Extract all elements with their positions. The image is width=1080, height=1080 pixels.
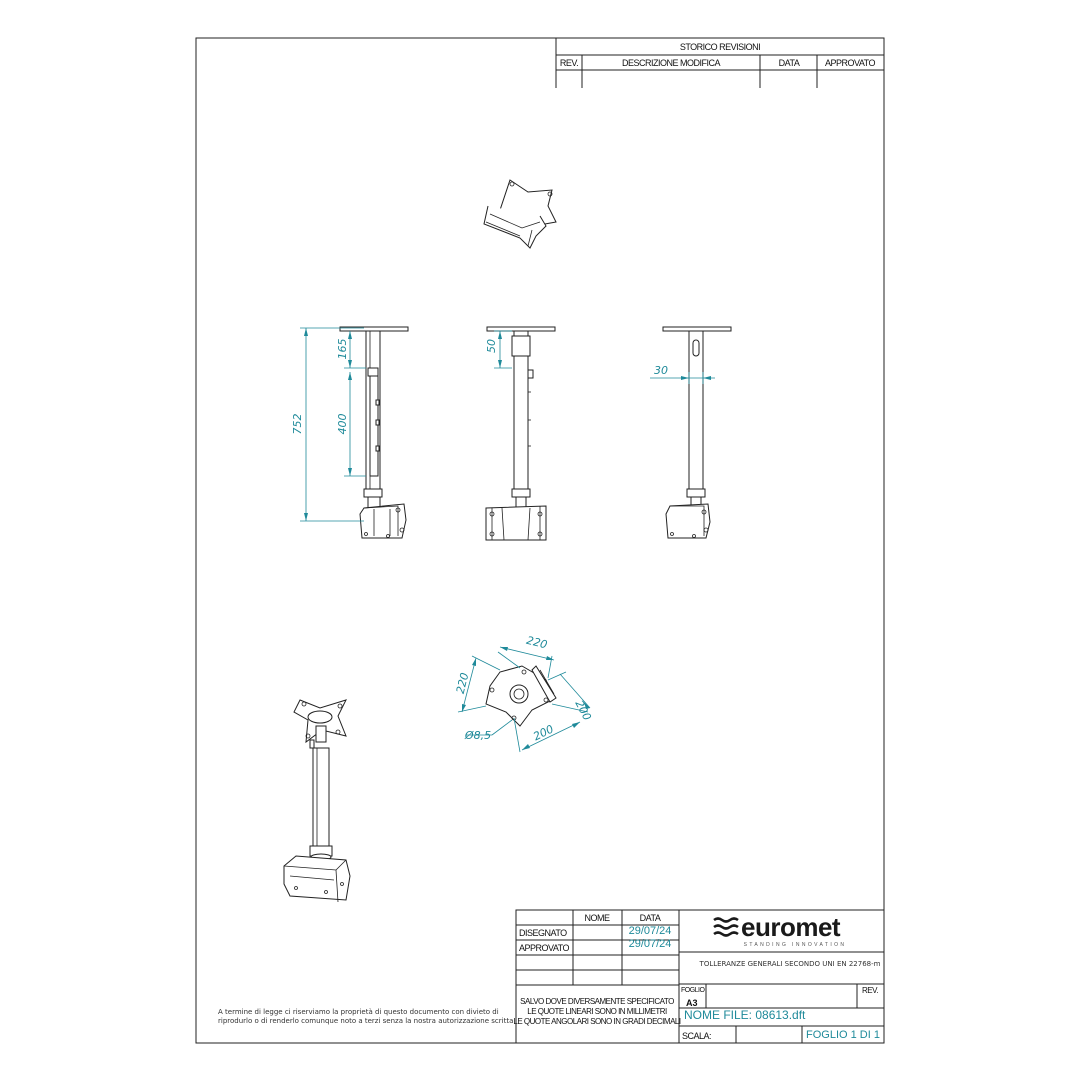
title-block: NOME DATA DISEGNATO APPROVATO 29/07/24 2… xyxy=(513,909,885,1044)
filename: NOME FILE: 08613.dft xyxy=(684,1008,806,1022)
date-approvato: 29/07/24 xyxy=(629,938,672,950)
note-line-2: LE QUOTE LINEARI SONO IN MILLIMETRI xyxy=(527,1007,667,1016)
approved-header: APPROVATO xyxy=(825,58,876,68)
dim-overall-height: 752 xyxy=(291,414,304,435)
front-view xyxy=(339,326,409,539)
row-disegnato: DISEGNATO xyxy=(519,928,567,938)
dim-plate-width-top: 220 xyxy=(525,634,549,652)
rear-view-dimensions: 30 xyxy=(650,364,715,384)
date-header: DATA xyxy=(779,58,800,68)
logo-wordmark: euromet xyxy=(741,912,841,942)
dim-tube-diameter: 30 xyxy=(654,364,668,377)
assembly-isometric-view xyxy=(283,699,351,903)
logo-tagline: STANDING INNOVATION xyxy=(744,942,847,948)
note-line-3: LE QUOTE ANGOLARI SONO IN GRADI DECIMALI xyxy=(513,1017,680,1026)
date-disegnato: 29/07/24 xyxy=(629,925,672,937)
front-view-dimensions: 752 165 400 xyxy=(291,327,366,522)
dim-upper-section: 165 xyxy=(336,339,349,360)
copyright-line-2: riprodurlo o di renderlo comunque noto a… xyxy=(218,1017,513,1025)
row-approvato: APPROVATO xyxy=(519,943,570,953)
tolerances-note: TOLLERANZE GENERALI SECONDO UNI EN 22768… xyxy=(699,960,881,968)
dim-hole-pattern-bottom: 200 xyxy=(531,722,556,743)
revisions-table: STORICO REVISIONI REV. DESCRIZIONE MODIF… xyxy=(555,38,884,88)
head-isometric-view xyxy=(483,179,557,249)
note-line-1: SALVO DOVE DIVERSAMENTE SPECIFICATO xyxy=(520,997,674,1006)
scala-label: SCALA: xyxy=(682,1031,711,1041)
side-view xyxy=(485,326,556,541)
col-data: DATA xyxy=(640,913,661,923)
dim-hole-diameter: Ø8,5 xyxy=(464,729,491,742)
description-header: DESCRIZIONE MODIFICA xyxy=(622,58,721,68)
dim-adjust-range: 400 xyxy=(336,414,349,435)
dim-collar: 50 xyxy=(485,339,498,353)
dim-hole-pattern-right: 200 xyxy=(572,698,593,723)
dim-plate-width-left: 220 xyxy=(454,671,472,695)
revisions-title: STORICO REVISIONI xyxy=(680,42,760,52)
euromet-logo: euromet STANDING INNOVATION xyxy=(713,912,847,948)
foglio-label: FOGLIO xyxy=(681,987,706,994)
plate-top-view xyxy=(485,665,557,727)
sheet-count: FOGLIO 1 DI 1 xyxy=(806,1029,880,1041)
rev-header: REV. xyxy=(560,58,578,68)
col-nome: NOME xyxy=(585,913,610,923)
copyright-line-1: A termine di legge ci riserviamo la prop… xyxy=(218,1008,499,1016)
rear-view xyxy=(662,326,732,539)
foglio-value: A3 xyxy=(686,998,698,1008)
side-view-dimensions: 50 xyxy=(485,330,512,369)
rev-label: REV. xyxy=(862,986,878,995)
